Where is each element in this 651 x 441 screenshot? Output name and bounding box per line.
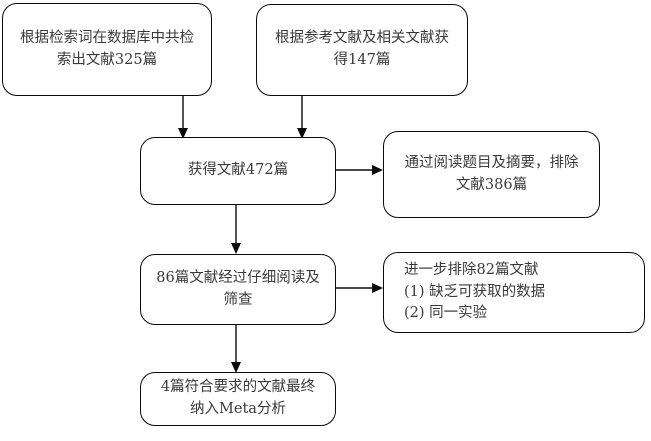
excluded-full-text-box: 进一步排除82篇文献 (1) 缺乏可获取的数据 (2) 同一实验 [383,252,645,333]
edge-full-text-to-excluded-full [336,283,383,293]
total-records-box: 获得文献472篇 [140,137,336,205]
edge-total-to-excluded-title [336,165,383,175]
included-in-meta-analysis-text: 4篇符合要求的文献最终 纳入Meta分析 [160,379,316,417]
reference-search-box: 根据参考文献及相关文献获 得147篇 [256,4,468,96]
full-text-screening-box: 86篇文献经过仔细阅读及 筛查 [140,254,336,325]
database-search-box: 根据检索词在数据库中共检 索出文献325篇 [2,3,212,96]
edge-total-to-full-text [231,205,241,254]
included-in-meta-analysis-box: 4篇符合要求的文献最终 纳入Meta分析 [140,372,336,426]
reference-search-text: 根据参考文献及相关文献获 得147篇 [275,30,449,68]
database-search-text: 根据检索词在数据库中共检 索出文献325篇 [20,29,194,68]
edge-ref-search-to-total [297,96,307,139]
full-text-screening-text: 86篇文献经过仔细阅读及 筛查 [156,269,320,308]
excluded-full-text-text: 进一步排除82篇文献 (1) 缺乏可获取的数据 (2) 同一实验 [404,261,546,322]
total-records-text: 获得文献472篇 [187,162,289,179]
excluded-by-title-abstract-text: 通过阅读题目及摘要，排除 文献386篇 [404,154,579,193]
excluded-by-title-abstract-box: 通过阅读题目及摘要，排除 文献386篇 [383,131,600,218]
edge-full-text-to-included [231,325,241,373]
edge-db-search-to-total [178,96,188,139]
